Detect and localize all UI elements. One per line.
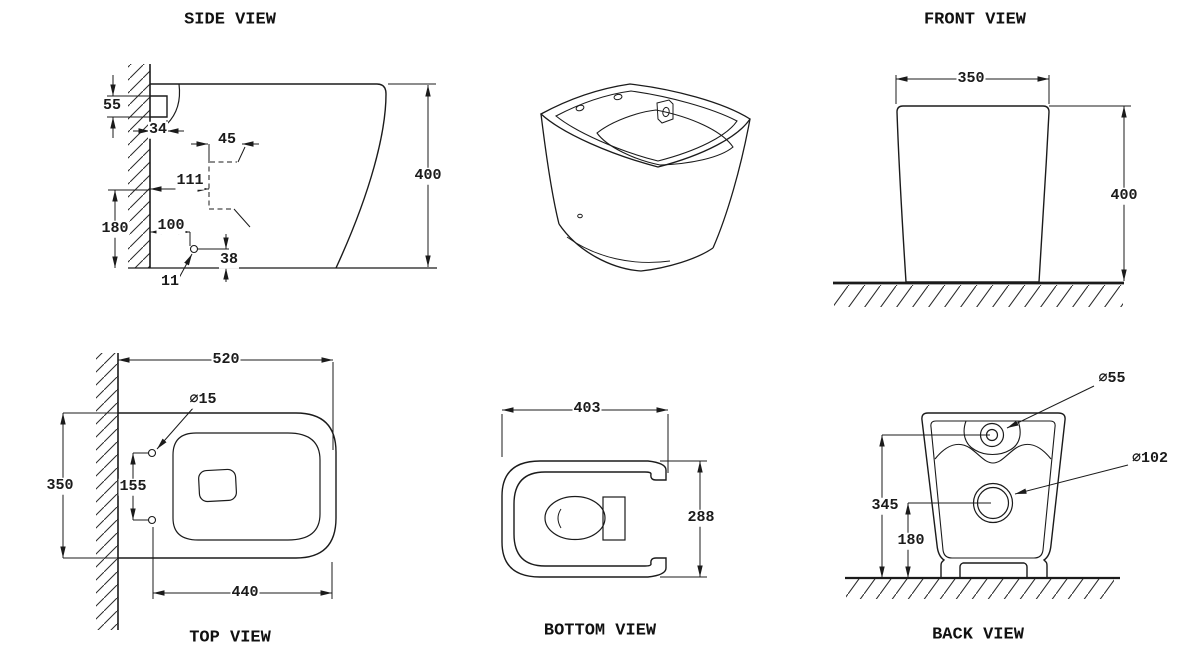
side-dim-spigot-height: 55 [101, 96, 123, 115]
bottom-trap-outlet [544, 495, 606, 541]
perspective-bowl-opening [596, 109, 734, 166]
bottom-dim-base-width: 288 [686, 508, 716, 527]
side-dim-fixing-drop: 38 [218, 250, 240, 269]
back-dim-inlet-dia: ∅55 [1097, 369, 1127, 388]
back-recess-outline [930, 420, 1056, 559]
front-ground-hatch [834, 285, 1123, 307]
bottom-dim-base-length: 403 [572, 399, 602, 418]
side-dim-trap-width: 45 [216, 130, 238, 149]
back-view-linework [845, 385, 1129, 599]
back-ground-hatch [846, 579, 1114, 599]
perspective-body-base [558, 223, 714, 272]
top-pan-outline [118, 412, 337, 559]
top-dim-fixing-hole-dia: ∅15 [188, 390, 218, 409]
back-view-title: BACK VIEW [932, 625, 1024, 645]
side-dim-trap-setout: 111 [175, 171, 205, 190]
side-dim-lines [107, 75, 436, 282]
side-dim-spigot-depth: 34 [147, 120, 169, 139]
bottom-trap-arc [557, 508, 562, 529]
bottom-base-outline [501, 460, 667, 578]
perspective-inlet-hole [662, 106, 670, 118]
top-view-linework [60, 353, 337, 630]
top-wall-hatch [96, 353, 118, 630]
back-dim-outlet-dia: ∅102 [1130, 449, 1170, 468]
top-dim-pan-length: 440 [230, 583, 260, 602]
bottom-view-linework [501, 407, 707, 578]
side-dim-fixing-setout: 100 [156, 216, 186, 235]
top-dim-fixing-centres: 155 [118, 477, 148, 496]
side-spigot [150, 95, 168, 118]
front-view-title: FRONT VIEW [923, 10, 1027, 30]
bottom-dim-lines [501, 407, 707, 578]
front-view-linework [833, 75, 1131, 307]
perspective-side-hole [577, 213, 583, 219]
top-view-title: TOP VIEW [189, 628, 271, 648]
side-spigot-arc [166, 83, 181, 125]
perspective-rim-inner [554, 90, 738, 162]
top-dim-overall-width: 350 [45, 476, 75, 495]
side-wall-hatch [128, 64, 150, 268]
back-inlet-boss [963, 420, 1021, 456]
top-seat-ring [172, 432, 321, 541]
back-pan-outline [921, 412, 1066, 579]
perspective-view-linework [539, 83, 751, 272]
perspective-base-crease [566, 236, 671, 263]
back-dim-outlet-height: 180 [896, 531, 926, 550]
back-bowl-contour [934, 443, 1052, 464]
perspective-body-right-edge [712, 118, 751, 249]
bottom-view-title: BOTTOM VIEW [543, 621, 657, 641]
perspective-seat-hole-left [575, 104, 585, 112]
front-dim-height: 400 [1109, 186, 1139, 205]
back-dim-inlet-height: 345 [870, 496, 900, 515]
back-dim-lines [879, 385, 1129, 578]
side-pan-outline [150, 83, 387, 269]
perspective-seat-hole-right [613, 93, 623, 101]
top-flush-hole [198, 468, 238, 503]
top-fixing-hole-2 [147, 515, 157, 525]
top-fixing-hole-1 [147, 448, 157, 458]
side-dim-fixing-hole: 11 [159, 272, 181, 291]
side-view-linework [107, 64, 437, 282]
front-dim-width: 350 [956, 69, 986, 88]
side-dim-fixing-height: 180 [100, 219, 130, 238]
side-dim-overall-height: 400 [413, 166, 443, 185]
perspective-inlet-boss [656, 99, 674, 124]
side-trap-hidden-lines [208, 144, 251, 228]
front-pan-outline [896, 105, 1050, 283]
perspective-body-left-edge [540, 113, 560, 225]
bottom-trap-rect [602, 496, 626, 541]
top-dim-overall-length: 520 [211, 350, 241, 369]
side-view-title: SIDE VIEW [184, 10, 276, 30]
